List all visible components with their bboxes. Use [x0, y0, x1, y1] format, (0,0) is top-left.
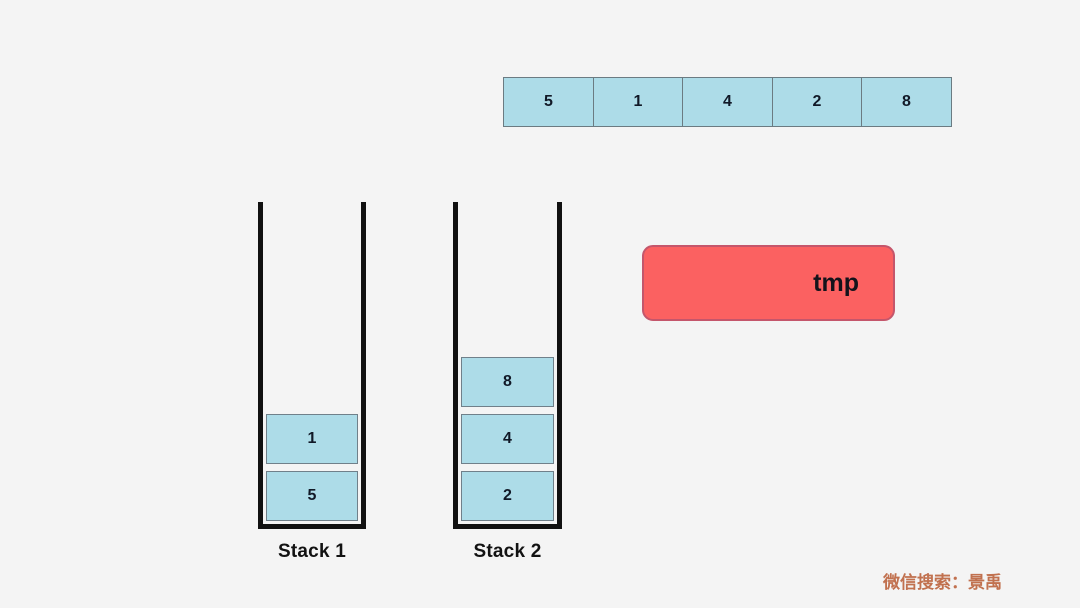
array-cell: 5 — [503, 77, 594, 127]
tmp-box: tmp — [642, 245, 895, 321]
stack-1-label: Stack 1 — [278, 541, 346, 562]
tmp-label: tmp — [813, 268, 859, 297]
stack-1-blocks: 5 1 — [266, 414, 358, 521]
stack-block: 1 — [266, 414, 358, 464]
stack-2: 2 4 8 Stack 2 — [453, 202, 562, 562]
stack-block: 5 — [266, 471, 358, 521]
watermark: 微信搜索：景禹 — [883, 573, 1002, 593]
array-cell: 1 — [592, 77, 684, 127]
stack-2-container — [453, 202, 562, 529]
stack-2-blocks: 2 4 8 — [461, 357, 554, 521]
input-array: 5 1 4 2 8 — [503, 77, 952, 127]
stack-2-label: Stack 2 — [473, 541, 542, 562]
array-cell: 4 — [682, 77, 773, 127]
stack-1: 5 1 Stack 1 — [258, 202, 366, 562]
array-cell: 2 — [771, 77, 863, 127]
stack-1-container — [258, 202, 366, 529]
stack-block: 4 — [461, 414, 554, 464]
stack-block: 8 — [461, 357, 554, 407]
stack-block: 2 — [461, 471, 554, 521]
array-cell: 8 — [861, 77, 952, 127]
